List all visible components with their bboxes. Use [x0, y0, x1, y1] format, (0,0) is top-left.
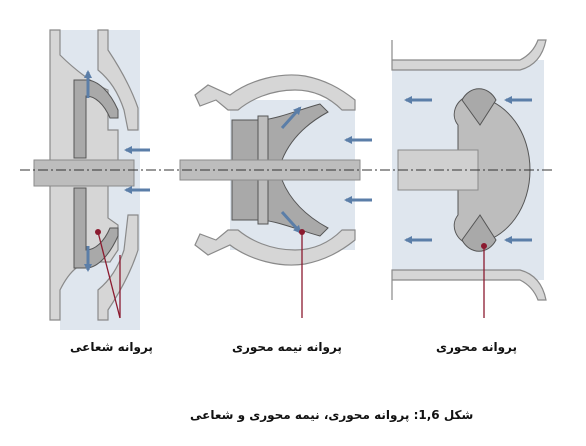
- figure-caption: شکل 1,6: پروانه محوری، نیمه محوری و شعاع…: [190, 408, 474, 422]
- mixed-impeller-drawing: [179, 74, 372, 318]
- label-radial: پروانه شعاعی: [70, 340, 153, 354]
- radial-impeller-drawing: [33, 29, 150, 330]
- axial-impeller-drawing: [391, 39, 547, 318]
- label-axial: پروانه محوری: [436, 340, 518, 354]
- label-mixed: پروانه نیمه محوری: [232, 340, 342, 354]
